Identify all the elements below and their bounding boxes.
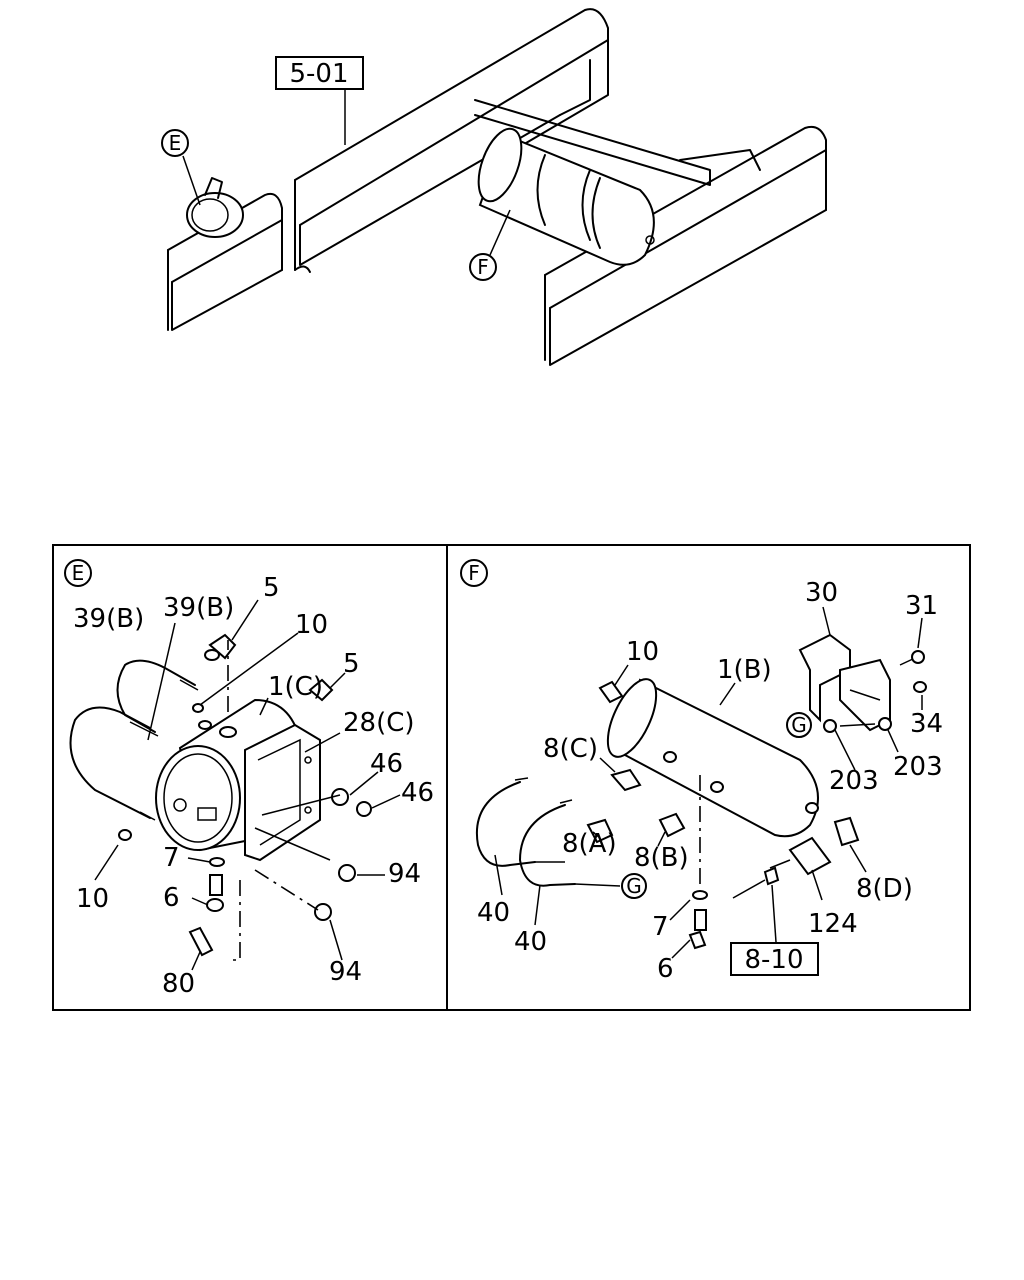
callout-g-lower: G: [626, 874, 642, 898]
label-94-upper: 94: [388, 859, 421, 889]
label-203-left: 203: [829, 766, 879, 796]
label-203-right: 203: [893, 752, 943, 782]
label-1b: 1(B): [717, 655, 772, 685]
label-39b-right: 39(B): [163, 593, 234, 623]
label-8c: 8(C): [543, 734, 598, 764]
panel-f-drawing: [475, 606, 927, 959]
ref-box-8-10: [730, 942, 819, 976]
label-8a: 8(A): [562, 829, 617, 859]
label-94-lower: 94: [329, 957, 362, 987]
label-46-lower: 46: [401, 778, 434, 808]
label-7: 7: [163, 843, 180, 873]
panel-e-title-circle: [64, 559, 92, 587]
panel-e-title: E: [72, 561, 85, 585]
label-30: 30: [805, 578, 838, 608]
callout-e-letter: E: [169, 131, 182, 155]
callout-f-circle: [469, 253, 497, 281]
chassis-overview: [167, 8, 827, 366]
detail-frame: [52, 544, 971, 1011]
label-40-left: 40: [477, 898, 510, 928]
callout-g-upper-circle: [786, 712, 812, 738]
label-124: 124: [808, 909, 858, 939]
label-8b: 8(B): [634, 843, 689, 873]
panel-f-title-circle: [460, 559, 488, 587]
panel-f-title: F: [468, 561, 480, 585]
label-34: 34: [910, 709, 943, 739]
label-39b-left: 39(B): [73, 604, 144, 634]
label-5-top: 5: [263, 573, 280, 603]
label-10-bottom: 10: [76, 884, 109, 914]
label-1c: 1(C): [268, 672, 323, 702]
label-6: 6: [163, 883, 180, 913]
callout-g-upper: G: [791, 713, 807, 737]
label-10: 10: [626, 637, 659, 667]
label-80: 80: [162, 969, 195, 999]
label-8d: 8(D): [856, 874, 913, 904]
label-10-top: 10: [295, 610, 328, 640]
callout-f-letter: F: [477, 255, 489, 279]
ref-box-5-01: [275, 56, 364, 90]
panel-e-drawing: [69, 599, 401, 971]
callout-g-lower-circle: [621, 873, 647, 899]
label-7: 7: [652, 912, 669, 942]
label-6: 6: [657, 954, 674, 984]
ref-box-5-01-label: 5-01: [289, 59, 348, 89]
label-40-right: 40: [514, 927, 547, 957]
callout-e-circle: [161, 129, 189, 157]
ref-box-8-10-label: 8-10: [744, 945, 803, 975]
label-46-upper: 46: [370, 749, 403, 779]
label-28c: 28(C): [343, 708, 415, 738]
label-31: 31: [905, 591, 938, 621]
label-5-right: 5: [343, 649, 360, 679]
